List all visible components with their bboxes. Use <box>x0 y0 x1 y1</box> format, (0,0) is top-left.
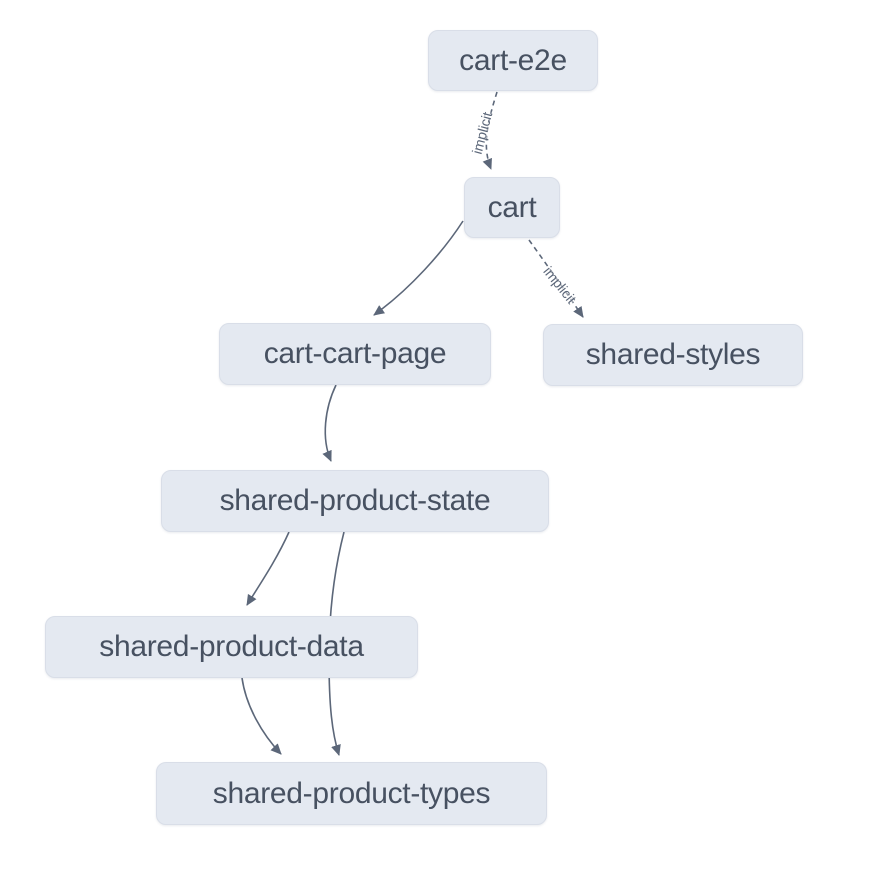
node-label: shared-product-data <box>99 630 364 663</box>
node-shared-product-data[interactable]: shared-product-data <box>45 616 418 678</box>
node-label: cart-cart-page <box>263 337 447 370</box>
edge-cart-to-cart-cart-page[interactable] <box>373 220 464 316</box>
edge-cart-e2e-to-cart[interactable] <box>482 91 498 170</box>
node-cart-e2e[interactable]: cart-e2e <box>428 30 598 91</box>
node-cart[interactable]: cart <box>464 177 560 238</box>
node-label: cart <box>487 190 537 224</box>
node-label: shared-product-types <box>212 776 491 810</box>
edge-cart-cart-page-to-shared-product-state[interactable] <box>322 384 337 462</box>
node-label: shared-styles <box>585 338 761 371</box>
edge-shared-product-state-to-shared-product-data[interactable] <box>246 531 290 606</box>
node-label: cart-e2e <box>459 43 567 77</box>
node-label: shared-product-state <box>219 484 491 517</box>
node-cart-cart-page[interactable]: cart-cart-page <box>219 323 491 385</box>
node-shared-styles[interactable]: shared-styles <box>543 324 803 386</box>
edge-shared-product-data-to-shared-product-types[interactable] <box>241 677 282 755</box>
edge-cart-to-shared-styles[interactable] <box>528 239 584 318</box>
node-shared-product-types[interactable]: shared-product-types <box>156 762 547 825</box>
node-shared-product-state[interactable]: shared-product-state <box>161 470 549 532</box>
